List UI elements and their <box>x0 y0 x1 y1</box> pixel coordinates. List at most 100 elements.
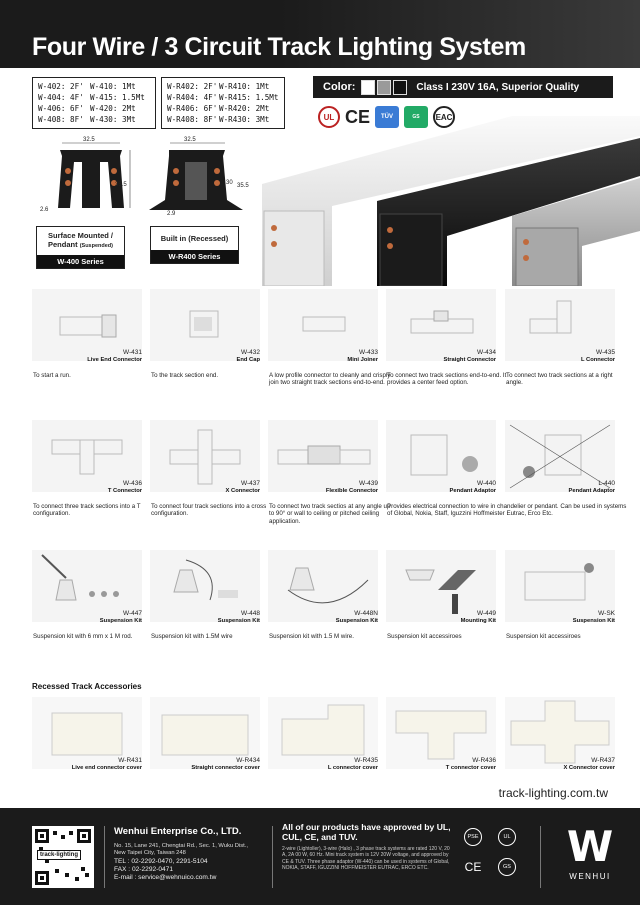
company-info: Wenhui Enterprise Co., LTD. No. 15, Lane… <box>114 826 248 882</box>
qr-label: track-lighting <box>37 850 82 860</box>
product-photo <box>268 420 378 492</box>
qr-code[interactable]: track-lighting <box>32 826 94 888</box>
product-code: W-SK <box>598 610 615 617</box>
ce-logo-icon: CE <box>345 106 371 127</box>
product-description: A low profile connector to cleanly and c… <box>269 372 391 387</box>
product-code: W-436 <box>122 480 142 487</box>
product-photo <box>505 550 615 622</box>
recessed-label: Built in (Recessed) W-R400 Series <box>150 226 239 264</box>
product-name: Pendant Adaptor <box>449 488 496 494</box>
website-url[interactable]: track-lighting.com.tw <box>498 786 608 800</box>
recessed-code: W-R436 <box>472 757 496 764</box>
telephone: TEL : 02-2292-0470, 2291-5104 <box>114 857 208 865</box>
recessed-name: Straight connector cover <box>191 765 260 771</box>
spec-w400-cell: W-408: 8F' <box>38 115 84 124</box>
recessed-photo <box>32 697 142 769</box>
power-spec: Class I 230V 16A, Superior Quality <box>416 81 580 93</box>
product-code: W-449 <box>476 610 496 617</box>
email[interactable]: E-mail : service@wehnuico.com.tw <box>114 874 217 882</box>
footer-cert-logos: PSE UL CE GS <box>460 824 530 888</box>
gs-logo-icon: GS <box>404 106 429 128</box>
ce-footer-logo-icon: CE <box>464 860 482 874</box>
eac-logo-icon: EAC <box>433 106 456 128</box>
product-photo <box>32 420 142 492</box>
product-description: Suspension kit accessiroes <box>387 633 462 640</box>
product-code: W-440 <box>476 480 496 487</box>
surface-name: Surface Mounted / Pendant <box>47 231 113 249</box>
product-photo <box>386 289 496 361</box>
company-name: Wenhui Enterprise Co., LTD. <box>114 826 242 837</box>
surface-height-dim: 35.5 <box>115 182 127 188</box>
surface-series: W-400 Series <box>37 255 124 268</box>
product-name: Mini Joiner <box>347 357 378 363</box>
product-description: To connect two track sections end-to-end… <box>387 372 507 387</box>
approval-heading: All of our products have approved by UL,… <box>282 822 451 842</box>
recessed-accessories-title: Recessed Track Accessories <box>32 682 142 691</box>
brand-name: WENHUI <box>569 872 611 881</box>
product-photo <box>505 420 615 492</box>
product-description: Suspension kit accessiroes <box>506 633 581 640</box>
product-name: Pendant Adaptor <box>568 488 615 494</box>
surface-edge-dim: 2.6 <box>40 207 49 213</box>
product-name: X Connector <box>225 488 260 494</box>
spec-w400-cell: W-402: 2F' <box>38 82 84 91</box>
product-name: Suspension Kit <box>217 618 260 624</box>
recessed-inner-dim: 30 <box>226 180 233 186</box>
product-name: Live End Connector <box>87 357 142 363</box>
cert-logos: UL CE TÜV GS EAC <box>318 106 456 128</box>
spec-w400-row: W-408: 8F' W-430: 3Mt <box>38 114 151 125</box>
product-description: To connect four track sections into a cr… <box>151 503 267 518</box>
spec-wr400-row: W-R408: 8F'W-R430: 3Mt <box>167 114 280 125</box>
spec-wr400-cell: W-R402: 2F' <box>167 82 218 91</box>
swatch-grey <box>377 79 392 95</box>
product-description: Suspension kit with 1.5M wire <box>151 633 233 640</box>
color-spec-bar: Color: Class I 230V 16A, Superior Qualit… <box>313 76 613 98</box>
spec-w400-row: W-402: 2F' W-410: 1Mt <box>38 81 151 92</box>
product-description: Suspension kit with 1.5 M wire. <box>269 633 354 640</box>
tuv-logo-icon: TÜV <box>375 106 400 128</box>
product-name: L Connector <box>580 357 615 363</box>
wenhui-logo: W WENHUI <box>560 826 620 882</box>
product-code: W-448 <box>240 610 260 617</box>
product-description: Provides electrical connection to wire i… <box>387 503 627 518</box>
spec-wr400-cell: W-R415: 1.5Mt <box>219 93 279 102</box>
product-photo <box>150 550 260 622</box>
spec-w400-cell: W-404: 4F' <box>38 93 84 102</box>
recessed-name: Built in (Recessed) <box>160 234 229 243</box>
spec-wr400-cell: W-R408: 8F' <box>167 115 218 124</box>
ul-footer-logo-icon: UL <box>498 828 516 846</box>
recessed-edge-dim: 2.9 <box>167 211 176 217</box>
recessed-name: L connector cover <box>327 765 378 771</box>
fax: FAX : 02-2292-0471 <box>114 865 174 873</box>
spec-w400-cell: W-406: 6F' <box>38 104 84 113</box>
approval-details: 2-wire (Lightoller), 3-wire (Halo) , 3 p… <box>282 846 450 872</box>
spec-w400-cell: W-415: 1.5Mt <box>90 93 145 102</box>
product-description: To the track section end. <box>151 372 219 379</box>
address-line-2: New Taipei City, Taiwan 248 <box>114 850 186 857</box>
product-photo <box>150 420 260 492</box>
product-description: To connect three track sections into a T… <box>33 503 141 518</box>
product-code: W-433 <box>358 349 378 356</box>
spec-wr400-cell: W-R406: 6F' <box>167 104 218 113</box>
recessed-code: W-R431 <box>118 757 142 764</box>
spec-w400-cell: W-410: 1Mt <box>90 82 136 91</box>
spec-wr400-cell: W-R410: 1Mt <box>219 82 270 91</box>
spec-w400-cell: W-430: 3Mt <box>90 115 136 124</box>
product-code: W-435 <box>595 349 615 356</box>
product-photo <box>386 550 496 622</box>
product-photo <box>150 289 260 361</box>
spec-w400-row: W-404: 4F' W-415: 1.5Mt <box>38 92 151 103</box>
surface-mounted-label: Surface Mounted / Pendant (Suspended) W-… <box>36 226 125 269</box>
product-code: W-434 <box>476 349 496 356</box>
page-header: Four Wire / 3 Circuit Track Lighting Sys… <box>0 0 640 68</box>
product-name: T Connector <box>107 488 142 494</box>
spec-wr400-row: W-R404: 4F'W-R415: 1.5Mt <box>167 92 280 103</box>
product-code: L-440 <box>598 480 615 487</box>
product-code: W-439 <box>358 480 378 487</box>
recessed-photo <box>268 697 378 769</box>
product-code: W-431 <box>122 349 142 356</box>
spec-wr400-cell: W-R430: 3Mt <box>219 115 270 124</box>
recessed-height-dim: 35.5 <box>237 183 249 189</box>
